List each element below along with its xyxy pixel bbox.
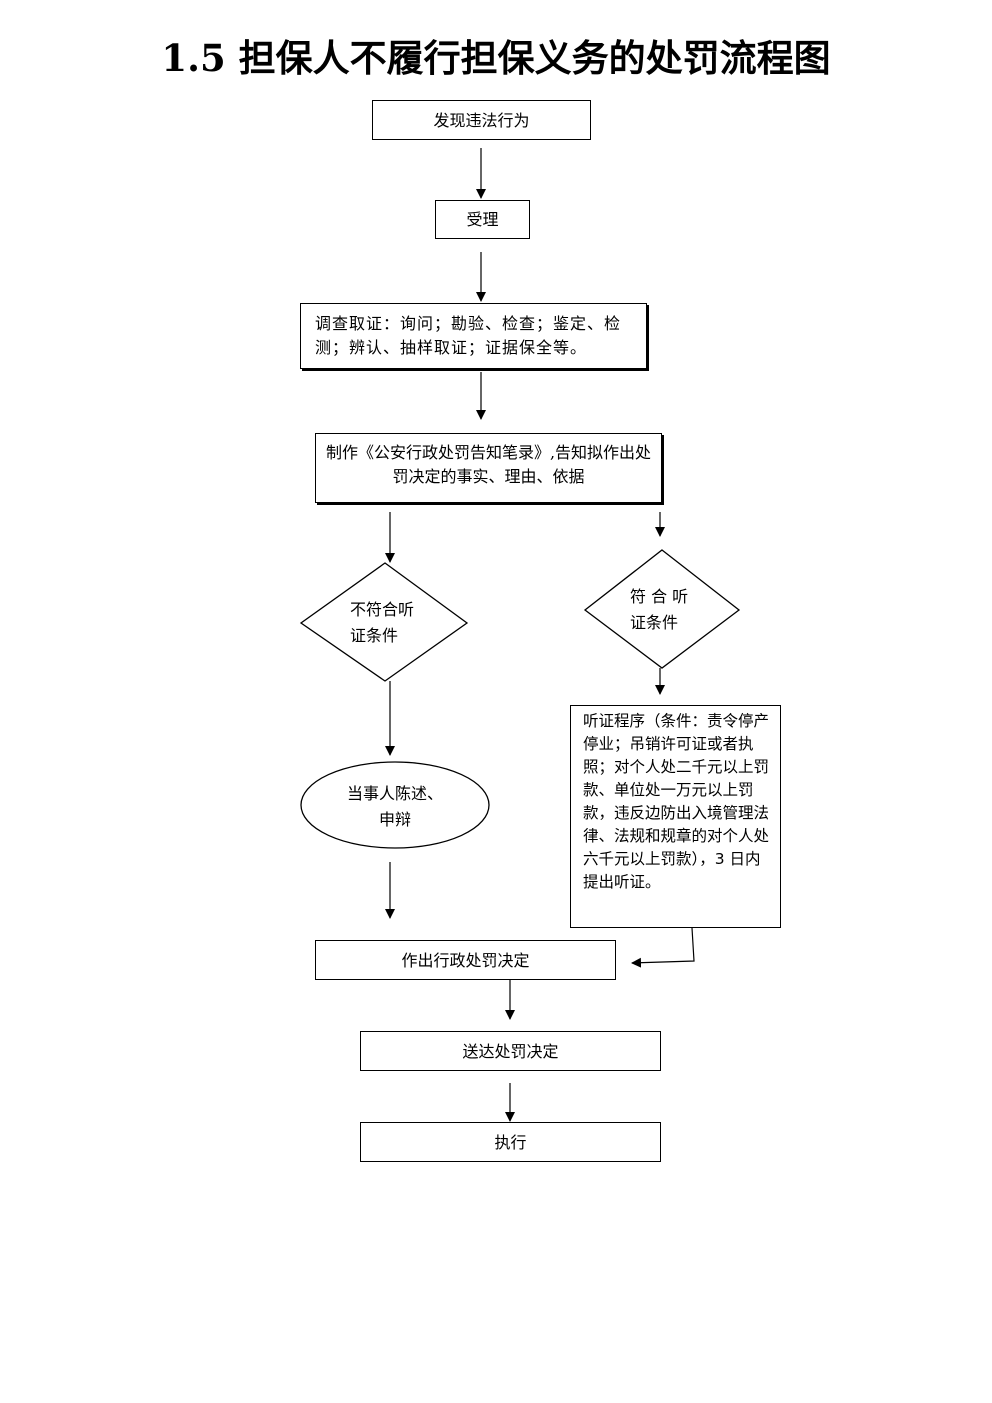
node-hearing-label: 听证程序（条件：责令停产停业；吊销许可证或者执照；对个人处二千元以上罚款、单位处… — [583, 712, 770, 891]
node-execute-label: 执行 — [494, 1132, 527, 1152]
node-hearing: 听证程序（条件：责令停产停业；吊销许可证或者执照；对个人处二千元以上罚款、单位处… — [570, 705, 781, 928]
node-decision-label: 作出行政处罚决定 — [401, 950, 530, 970]
node-notify-label: 制作《公安行政处罚告知笔录》,告知拟作出处罚决定的事实、理由、依据 — [325, 443, 652, 486]
node-deliver: 送达处罚决定 — [360, 1031, 661, 1071]
node-execute: 执行 — [360, 1122, 661, 1162]
statement-line1: 当事人陈述、 — [346, 784, 443, 803]
node-investigate: 调查取证：询问；勘验、检查；鉴定、检测；辨认、抽样取证；证据保全等。 — [300, 303, 647, 369]
statement-line2: 申辩 — [378, 810, 411, 829]
node-accept-label: 受理 — [466, 210, 499, 229]
diamond-not-meet-line1: 不符合听 — [350, 600, 415, 619]
page-title: 1.5 担保人不履行担保义务的处罚流程图 — [161, 36, 831, 80]
node-notify: 制作《公安行政处罚告知笔录》,告知拟作出处罚决定的事实、理由、依据 — [315, 433, 662, 503]
ellipse-statement — [300, 761, 490, 849]
diamond-meet-label: 符 合 听 证条件 — [610, 584, 720, 636]
diamond-not-meet-line2: 证条件 — [350, 626, 399, 645]
arrow-hearing-to-decision — [631, 927, 695, 968]
diamond-not-meet-label: 不符合听 证条件 — [330, 597, 440, 649]
node-accept: 受理 — [435, 200, 530, 239]
node-discover: 发现违法行为 — [372, 100, 591, 140]
node-deliver-label: 送达处罚决定 — [462, 1041, 559, 1061]
node-discover-label: 发现违法行为 — [433, 110, 530, 130]
node-decision: 作出行政处罚决定 — [315, 940, 616, 980]
node-investigate-label: 调查取证：询问；勘验、检查；鉴定、检测；辨认、抽样取证；证据保全等。 — [315, 314, 622, 357]
diamond-not-meet — [299, 562, 469, 682]
diamond-meet-line1: 符 合 听 — [630, 587, 689, 606]
diamond-meet — [583, 549, 741, 669]
statement-label: 当事人陈述、 申辩 — [320, 781, 470, 833]
diamond-meet-line2: 证条件 — [630, 613, 679, 632]
